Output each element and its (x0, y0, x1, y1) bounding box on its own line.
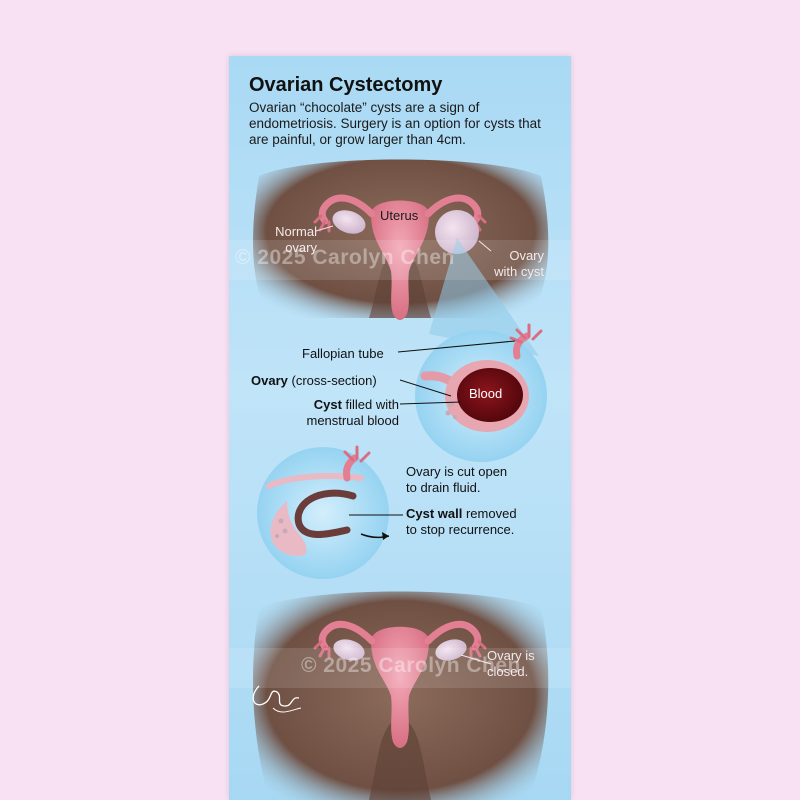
cyst-filled-label: Cyst filled with menstrual blood (306, 397, 400, 428)
watermark-text: © 2025 Carolyn Chen (301, 654, 521, 677)
removal-circle (257, 445, 403, 579)
bottom-pelvis-illustration (253, 591, 549, 800)
blood-label: Blood (469, 386, 503, 401)
page-title: Ovarian Cystectomy (249, 74, 443, 96)
normal-ovary-label: Normal ovary (275, 224, 317, 255)
cyst-wall-text: Cyst wall removed to stop recurrence. (406, 506, 517, 537)
illustration-art (252, 159, 549, 800)
uterus-label: Uterus (380, 208, 419, 223)
ovary-cross-section-label: Ovary (cross-section) (251, 373, 377, 388)
watermark-band (229, 240, 571, 280)
removal-text: Ovary is cut open to drain fluid. (406, 464, 508, 495)
infographic-card: Ovarian Cystectomy Ovarian “chocolate” c… (229, 56, 571, 800)
description-text: Ovarian “chocolate” cysts are a sign of … (249, 100, 541, 147)
watermark-text: © 2025 Carolyn Chen (235, 246, 455, 269)
ovary-closed-label: Ovary is closed. (487, 648, 535, 679)
top-pelvis-illustration (253, 159, 549, 356)
watermark-band (229, 648, 571, 688)
cyst-ovary-label: Ovary with cyst (494, 248, 544, 279)
artist-signature-icon (252, 685, 302, 713)
cross-section-circle (397, 323, 547, 462)
fallopian-tube-label: Fallopian tube (302, 346, 384, 361)
